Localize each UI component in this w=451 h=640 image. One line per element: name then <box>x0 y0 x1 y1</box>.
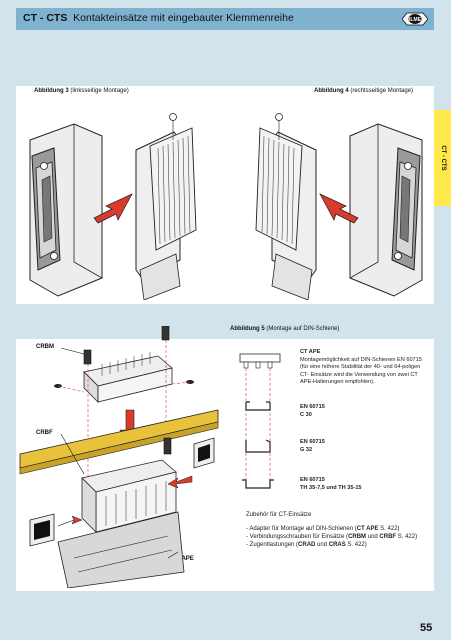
page-title: CT - CTS Kontakteinsätze mit eingebauter… <box>23 12 294 24</box>
ct-ape-note: CT APE Montagemöglichkeit auf DIN-Schien… <box>300 349 422 385</box>
page-number: 55 <box>420 622 433 634</box>
accessory-item: - Adapter für Montage auf DIN-Schienen (… <box>246 526 400 532</box>
svg-text:ILME: ILME <box>409 17 422 23</box>
accessory-item: - Verbindungsschrauben für Einsätze (CRB… <box>246 534 418 540</box>
accessory-item: - Zugentlastungen (CRAD und CRAS S. 422) <box>246 542 367 548</box>
figure-3-illustration <box>29 113 197 300</box>
figure-4-illustration <box>255 113 423 300</box>
label-crbm: CRBM <box>36 344 54 350</box>
title-code: CT - CTS <box>23 12 68 24</box>
fig5-caption: Abbildung 5 (Montage auf DIN-Schiene) <box>230 326 340 332</box>
din-rail-profiles <box>239 353 281 489</box>
fig4-caption: Abbildung 4 (rechtsseitige Montage) <box>314 88 414 94</box>
figure-5-illustration <box>19 326 219 588</box>
side-tab[interactable]: CT - CTS <box>434 110 451 206</box>
accessories-title: Zubehör für CT-Einsätze <box>246 512 312 518</box>
accessories-list: - Adapter für Montage auf DIN-Schienen (… <box>246 525 417 549</box>
ilme-logo: ILME <box>402 12 428 26</box>
side-tab-label: CT - CTS <box>440 145 446 171</box>
title-text: Kontakteinsätze mit eingebauter Klemmenr… <box>73 12 294 24</box>
label-crbf: CRBF <box>36 430 53 436</box>
header-bar: CT - CTS Kontakteinsätze mit eingebauter… <box>16 8 434 30</box>
fig3-caption: Abbildung 3 (linksseitige Montage) <box>34 88 129 94</box>
